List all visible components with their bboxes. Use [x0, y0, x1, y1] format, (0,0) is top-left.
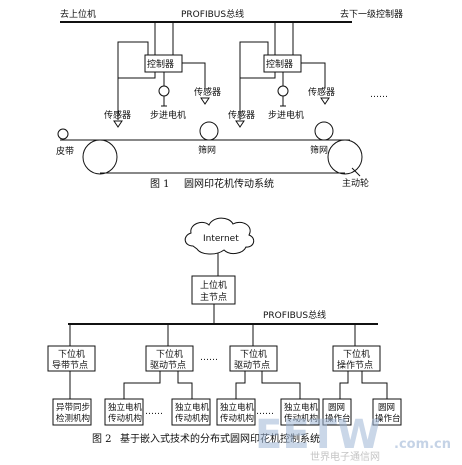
- fig2-node-2-line1: 下位机: [156, 348, 183, 360]
- fig1-screen-roller-right: [314, 121, 334, 141]
- fig2-leaf-7-line2: 操作台: [375, 413, 401, 424]
- fig2-leaf-5-line1: 独立电机: [284, 402, 319, 413]
- watermark-logo: EETW: [255, 412, 381, 458]
- fig1-caption-title: 圆网印花机传动系统: [184, 177, 274, 190]
- fig2-node-box-2: [145, 345, 194, 372]
- fig1-label-to-next: 去下一级控制器: [340, 8, 403, 20]
- fig2-leaf-1-line2: 检测机构: [56, 413, 90, 424]
- fig2-leaf-3-line2: 传动机构: [175, 413, 209, 424]
- fig1-stepper-motor-left: [158, 85, 170, 97]
- fig2-leaf-6-line2: 操作台: [325, 413, 351, 424]
- fig2-ellipsis-nodes: ……: [200, 353, 218, 363]
- fig2-leaf-box-3: [171, 398, 211, 426]
- fig2-host-line2: 主节点: [200, 291, 227, 303]
- fig1-label-screen-left: 筛网: [198, 144, 216, 156]
- fig1-label-sensor-mid: 传感器: [228, 109, 255, 121]
- fig1-caption-number: 图 1: [150, 178, 170, 190]
- fig1-sensor-triangle-right-a: [235, 120, 245, 128]
- fig1-stepper-motor-right: [277, 85, 289, 97]
- fig2-leaf-box-2: [104, 398, 144, 426]
- fig1-label-screen-right: 筛网: [310, 144, 328, 156]
- fig2-leaf-box-7: [372, 398, 402, 426]
- figure-1: [57, 21, 363, 177]
- fig2-node-box-1: [47, 345, 96, 372]
- fig1-label-controller-left: 控制器: [147, 58, 174, 70]
- watermark-domain: .com.cn: [394, 437, 451, 452]
- fig1-sensor-wire-right: [182, 62, 206, 88]
- fig1-label-bus: PROFIBUS总线: [181, 8, 244, 20]
- fig2-leaf-4-line1: 独立电机: [220, 402, 255, 413]
- fig2-caption-number: 图 2: [92, 433, 112, 445]
- watermark: EETW .com.cn 世界电子通信网: [255, 412, 451, 463]
- fig1-left-drum: [82, 139, 118, 175]
- fig1-label-stepper-right: 步进电机: [268, 109, 304, 121]
- fig2-node-1-line2: 导带节点: [52, 360, 88, 371]
- fig1-label-sensor-left: 传感器: [104, 109, 131, 121]
- fig2-host-line1: 上位机: [200, 279, 227, 291]
- fig2-link-node3-right: [261, 371, 301, 399]
- fig2-node-3-line2: 驱动节点: [234, 360, 270, 371]
- fig2-node-1-line1: 下位机: [58, 348, 85, 360]
- fig1-label-stepper-left: 步进电机: [150, 109, 186, 121]
- fig2-node-3-line1: 下位机: [240, 348, 267, 360]
- fig2-leaf-2-line1: 独立电机: [108, 402, 143, 413]
- fig1-label-controller-right: 控制器: [266, 58, 293, 70]
- fig1-controller-group-left: [113, 22, 210, 128]
- fig2-node-4-line1: 下位机: [343, 348, 370, 360]
- fig1-label-sensor-top-left: 传感器: [194, 86, 221, 98]
- fig1-main-wheel-leader: [351, 167, 361, 177]
- figure-2: [47, 217, 402, 426]
- watermark-subtitle: 世界电子通信网: [310, 450, 380, 463]
- fig2-bus-label: PROFIBUS总线: [263, 309, 326, 321]
- fig2-leaf-3-line1: 独立电机: [175, 402, 210, 413]
- fig2-leaf-box-4: [216, 398, 256, 426]
- fig1-sensor-wire-far: [301, 62, 326, 88]
- fig1-label-sensor-top-right: 传感器: [308, 86, 335, 98]
- fig2-leaf-box-1: [52, 398, 92, 426]
- fig1-sensor-triangle-left-b: [200, 97, 210, 105]
- fig1-label-main-wheel: 主动轮: [342, 177, 369, 189]
- fig2-leaf-box-6: [322, 398, 352, 426]
- fig2-ellipsis-leaves-a: ……: [145, 407, 163, 417]
- fig2-leaf-box-5: [280, 398, 320, 426]
- fig2-leaf-2-line2: 传动机构: [108, 413, 142, 424]
- fig2-leaf-1-line1: 异带同步: [56, 403, 90, 413]
- fig2-node-box-4: [332, 345, 381, 372]
- fig1-sensor-triangle-right-b: [320, 97, 330, 105]
- fig1-controller-group-right: [235, 22, 330, 128]
- fig2-link-node4-right: [361, 371, 388, 399]
- fig1-label-ellipsis: ……: [370, 90, 388, 100]
- fig2-node-2-line2: 驱动节点: [150, 360, 186, 371]
- fig1-screen-roller-left: [199, 121, 219, 141]
- fig1-label-to-host: 去上位机: [60, 8, 96, 20]
- fig2-leaf-4-line2: 传动机构: [220, 413, 254, 424]
- fig1-belt-assembly: [57, 121, 363, 177]
- fig2-link-node3-left: [235, 371, 246, 399]
- fig1-main-drive-wheel: [327, 139, 363, 175]
- fig2-leaf-5-line2: 传动机构: [284, 413, 318, 424]
- fig1-sensor-triangle-left-a: [113, 120, 123, 128]
- fig2-internet-label: Internet: [203, 234, 239, 244]
- fig2-leaf-6-line1: 圆网: [328, 403, 345, 413]
- fig2-caption-title: 基于嵌入式技术的分布式圆网印花机控制系统: [120, 432, 320, 445]
- fig2-ellipsis-leaves-b: ……: [256, 407, 274, 417]
- fig1-sensor-wire-left-outer: [117, 41, 156, 79]
- fig2-link-node2-right: [177, 371, 193, 399]
- fig2-link-node2-left: [123, 371, 161, 399]
- fig1-sensor-wire-right-outer: [239, 41, 276, 79]
- fig2-node-box-3: [229, 345, 278, 372]
- fig2-link-node4-left: [339, 371, 349, 399]
- fig2-leaf-7-line1: 圆网: [378, 403, 395, 413]
- fig1-belt-guide-roller: [57, 128, 69, 140]
- fig2-internet-cloud: [184, 217, 255, 255]
- fig1-label-belt: 皮带: [56, 145, 74, 157]
- fig2-node-4-line2: 操作节点: [337, 359, 373, 371]
